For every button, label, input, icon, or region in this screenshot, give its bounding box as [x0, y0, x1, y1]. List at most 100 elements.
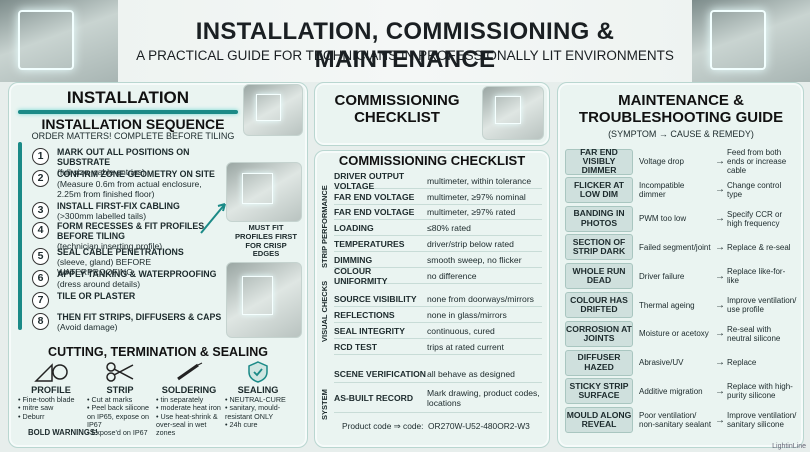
remedy: Change control type — [727, 180, 782, 199]
symptom: BANDING IN PHOTOS — [565, 205, 633, 232]
cause: Failed segment/joint — [639, 242, 711, 252]
tool-line: • Cut at marks — [87, 395, 133, 405]
sequence-note: ORDER MATTERS! COMPLETE BEFORE TILING — [31, 131, 235, 141]
check-item: SOURCE VISIBILITY — [334, 293, 417, 304]
checklist-row: FAR END VOLTAGE multimeter, ≥97% nominal — [334, 189, 542, 205]
step-text: FORM RECESSES & FIT PROFILES BEFORE TILI… — [57, 221, 222, 251]
check-item: REFLECTIONS — [334, 309, 395, 320]
symptom: DIFFUSER HAZED — [565, 349, 633, 376]
checklist-row: AS-BUILT RECORD Mark drawing, product cod… — [334, 383, 542, 413]
checklist-row: REFLECTIONS none in glass/mirrors — [334, 307, 542, 323]
remedy: Feed from both ends or increase cable — [727, 148, 787, 175]
step-number: 1 — [32, 148, 49, 165]
tool-line: • Expose'd on IP67 — [87, 428, 148, 438]
step-number: 3 — [32, 202, 49, 219]
callout-arrow-icon — [200, 203, 226, 234]
commissioning-photo — [482, 86, 544, 140]
header-banner: INSTALLATION, COMMISSIONING & MAINTENANC… — [0, 0, 810, 82]
check-criterion: all behave as designed — [427, 368, 515, 379]
arrow-icon: → — [715, 156, 725, 167]
check-criterion: multimeter, ≥97% nominal — [427, 191, 526, 202]
cause: Voltage drop — [639, 157, 684, 166]
remedy: Replace with high-purity silicone — [727, 382, 793, 401]
tool-name: PROFILE — [31, 385, 71, 395]
step-heading: CONFIRM ZONE GEOMETRY ON SITE — [57, 169, 215, 179]
check-item: LOADING — [334, 222, 374, 233]
arrow-icon: → — [715, 299, 725, 311]
remedy: Replace — [727, 358, 757, 368]
cause: Abrasive/UV — [639, 358, 684, 368]
remedy: Replace & re-seal — [727, 242, 791, 252]
remedy: Re-seal with neutral silicone — [727, 324, 781, 343]
step-number: 2 — [32, 170, 49, 187]
cause: Incompatible dimmer — [639, 180, 685, 199]
check-criterion: driver/strip below rated — [427, 238, 514, 249]
tool-line: • tin separately — [156, 395, 204, 405]
tool-soldering: SOLDERING• tin separately• moderate heat… — [156, 360, 222, 437]
step-text: CONFIRM ZONE GEOMETRY ON SITE(Measure 0.… — [57, 169, 222, 199]
check-criterion: continuous, cured — [427, 325, 495, 336]
step-heading: FORM RECESSES & FIT PROFILES BEFORE TILI… — [57, 221, 205, 241]
arrow-icon: → — [715, 328, 725, 340]
product-code-label: Product code ⇒ code: — [342, 421, 424, 431]
maintenance-title: MAINTENANCE & TROUBLESHOOTING GUIDE — [578, 92, 784, 126]
arrow-icon: → — [715, 241, 725, 253]
profile-fitting-photo — [226, 162, 302, 222]
tool-icon — [156, 360, 222, 384]
check-criterion: none from doorways/mirrors — [427, 293, 534, 304]
profile-icon — [34, 363, 68, 382]
installation-photo — [243, 84, 303, 136]
page-title: INSTALLATION, COMMISSIONING & MAINTENANC… — [195, 18, 615, 73]
arrow-icon: → — [715, 213, 725, 225]
step-number: 6 — [32, 270, 49, 287]
arrow-icon: → — [715, 385, 725, 397]
header-photo-right — [692, 0, 810, 82]
tool-icon — [87, 360, 153, 384]
check-criterion: none in glass/mirrors — [427, 309, 507, 320]
check-item: SCENE VERIFICATION — [334, 368, 426, 379]
step-number: 7 — [32, 292, 49, 309]
symptom: STICKY STRIP SURFACE — [565, 378, 633, 405]
title-divider — [18, 110, 238, 114]
tool-line: • 24h cure — [225, 419, 258, 429]
scissors-icon — [106, 362, 134, 382]
tool-sealing: SEALING• NEUTRAL-CURE• sanitary, mould-r… — [225, 360, 291, 437]
symptom: SECTION OF STRIP DARK — [565, 234, 633, 261]
cause: Poor ventilation/ non-sanitary sealant — [639, 411, 712, 430]
check-item: AS-BUILT RECORD — [334, 392, 414, 403]
tool-profile: PROFILE• Fine-tooth blade• mitre saw• De… — [18, 360, 84, 437]
remedy: Improve ventilation/ sanitary silicone — [727, 411, 797, 430]
tool-line: • mitre saw — [18, 403, 54, 413]
step-detail: (>300mm labelled tails) — [57, 210, 147, 221]
sequence-bar — [18, 142, 22, 330]
maintenance-subtitle: (SYMPTOM → CAUSE & REMEDY) — [608, 129, 754, 139]
soldering-iron-icon — [177, 362, 203, 381]
tool-strip: STRIP• Cut at marks• Peel back silicone … — [87, 360, 153, 437]
group-system: SYSTEM — [320, 389, 329, 420]
brand-watermark: LightinLine — [772, 443, 806, 450]
tool-line: • NEUTRAL-CURE — [225, 395, 286, 405]
step-detail: (technician inserting profile) — [57, 240, 163, 251]
cause: Moisture or acetoxy — [639, 329, 709, 339]
remedy: Improve ventilation/ use profile — [727, 296, 797, 314]
symptom: FAR END VISIBLY DIMMER — [565, 147, 633, 175]
step-heading: INSTALL FIRST-FIX CABLING — [57, 201, 180, 211]
check-item: FAR END VOLTAGE — [334, 191, 415, 202]
check-criterion: no difference — [427, 270, 477, 281]
warning-label: BOLD WARNINGS! — [28, 428, 98, 437]
cause: Additive migration — [639, 386, 703, 396]
step-detail: (full size, cable entries) — [57, 166, 145, 177]
check-criterion: Mark drawing, product codes, locations — [427, 387, 540, 408]
installation-title: INSTALLATION — [66, 88, 190, 107]
